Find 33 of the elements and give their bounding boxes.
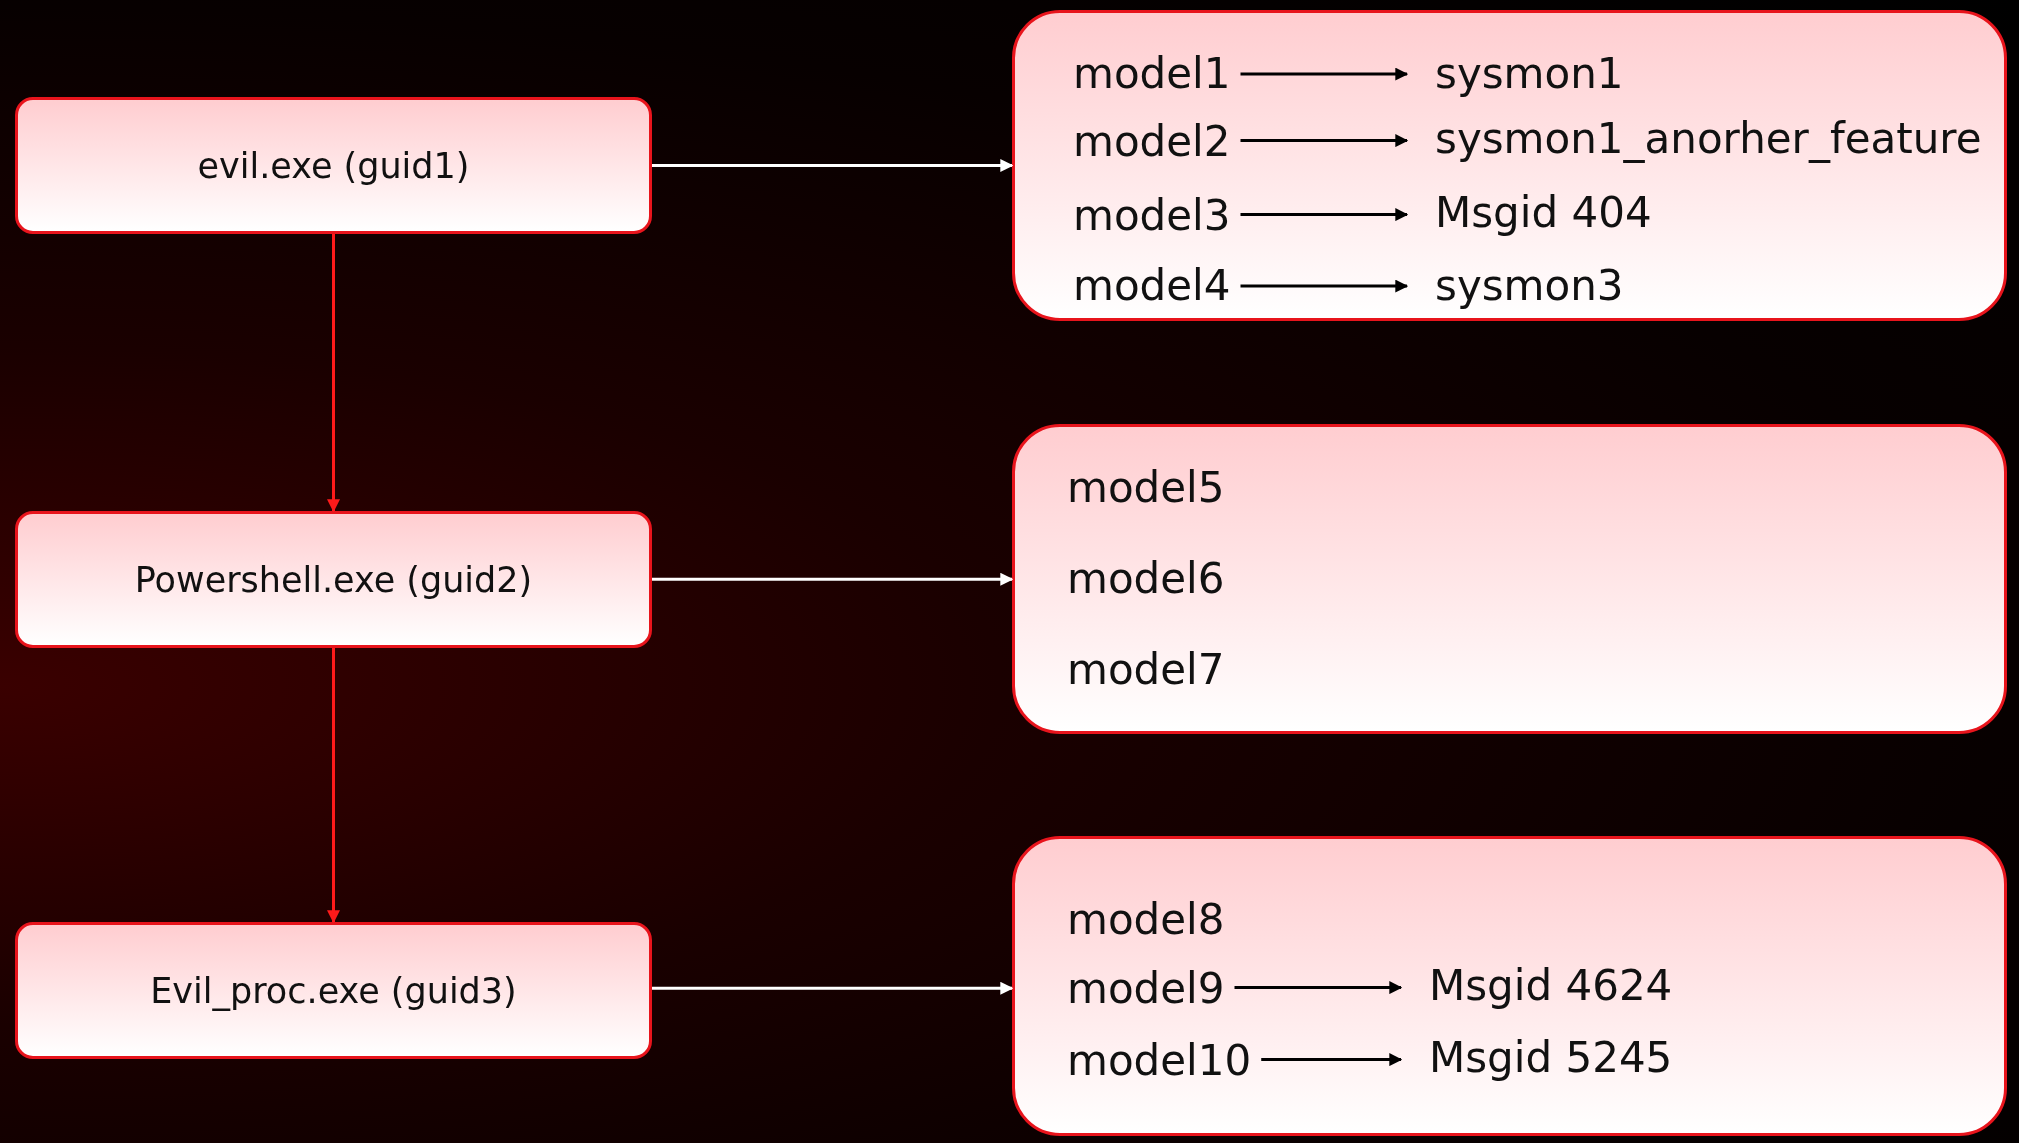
label-text: Msgid 404 (1435, 190, 1652, 237)
arrow (327, 648, 340, 924)
label-text: model7 (1067, 646, 1226, 693)
label-text: model5 (1067, 465, 1226, 512)
label-text: model1 (1073, 51, 1231, 98)
arrow (1240, 208, 1409, 222)
label-text: model2 (1073, 119, 1231, 166)
process-box: evil.exe (guid1) (15, 97, 652, 234)
label-text: Msgid 4624 (1429, 963, 1673, 1010)
arrow (327, 234, 340, 513)
process-box: Evil_proc.exe (guid3) (15, 922, 652, 1059)
arrow (1234, 981, 1403, 995)
label-text: model6 (1067, 555, 1226, 603)
list-box (1012, 424, 2007, 734)
arrow (652, 159, 1014, 172)
label-text: sysmon1 (1435, 51, 1624, 98)
label-text: sysmon1_anorher_feature (1435, 116, 1982, 163)
panel-box (1012, 10, 2007, 321)
label-text: model10 (1067, 1038, 1252, 1085)
arrow (1240, 279, 1409, 293)
arrow (652, 981, 1014, 995)
label-text: sysmon3 (1435, 263, 1624, 310)
label-text: model8 (1067, 897, 1225, 944)
process-box: Powershell.exe (guid2) (15, 511, 652, 648)
arrow (652, 572, 1014, 586)
panel-box (1012, 836, 2007, 1136)
arrow (1240, 67, 1409, 81)
arrow (1240, 134, 1409, 148)
label-text: Msgid 5245 (1429, 1035, 1673, 1082)
label-text: model3 (1073, 193, 1231, 240)
label-text: model9 (1067, 966, 1225, 1013)
arrow (1261, 1053, 1403, 1067)
label-text: model4 (1073, 263, 1231, 310)
